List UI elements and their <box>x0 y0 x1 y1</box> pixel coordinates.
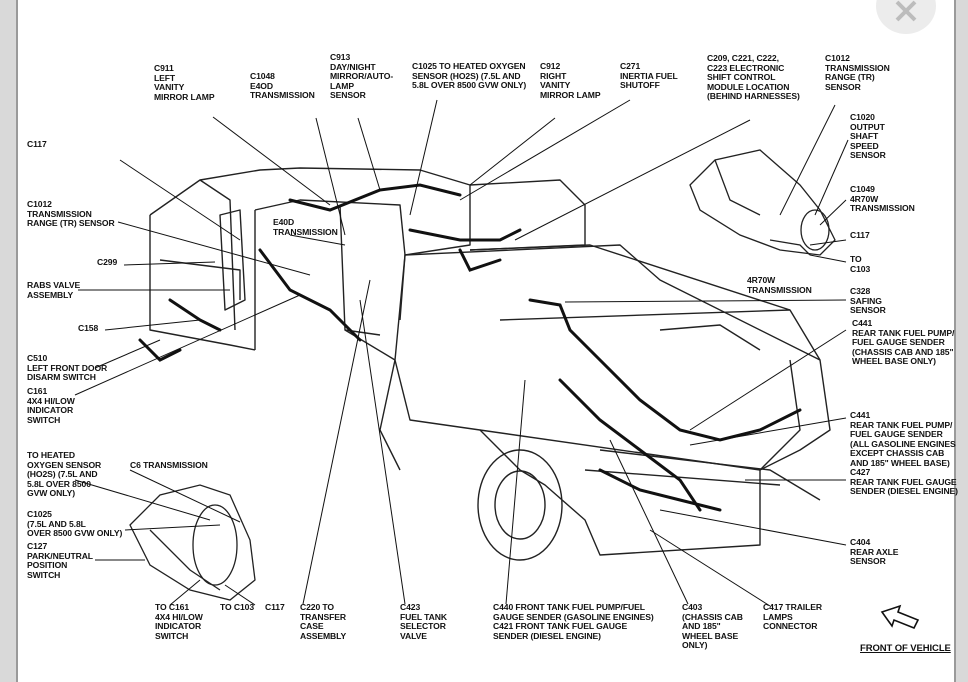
label-c441-a: C441 REAR TANK FUEL PUMP/ FUEL GAUGE SEN… <box>852 318 955 367</box>
label-c1025-left: C1025 (7.5L AND 5.8L OVER 8500 GVW ONLY) <box>27 509 123 539</box>
label-c417: C417 TRAILER LAMPS CONNECTOR <box>763 602 822 632</box>
label-c913: C913 DAY/NIGHT MIRROR/AUTO- LAMP SENSOR <box>330 52 394 101</box>
label-c912: C912 RIGHT VANITY MIRROR LAMP <box>540 61 601 100</box>
label-c328: C328 SAFING SENSOR <box>850 286 886 316</box>
label-to-c161: TO C161 4X4 HI/LOW INDICATOR SWITCH <box>155 602 203 641</box>
label-c440: C440 FRONT TANK FUEL PUMP/FUEL GAUGE SEN… <box>493 602 654 641</box>
label-c117-bottom: C117 <box>265 602 285 612</box>
label-c1049: C1049 4R70W TRANSMISSION <box>850 184 915 214</box>
label-c1012-left: C1012 TRANSMISSION RANGE (TR) SENSOR <box>27 199 115 229</box>
label-c161: C161 4X4 HI/LOW INDICATOR SWITCH <box>27 386 75 425</box>
label-c127: C127 PARK/NEUTRAL POSITION SWITCH <box>27 541 93 580</box>
label-c427: C427 REAR TANK FUEL GAUGE SENDER (DIESEL… <box>850 467 958 497</box>
label-c404: C404 REAR AXLE SENSOR <box>850 537 899 567</box>
label-c6-transmission: C6 TRANSMISSION <box>130 460 208 470</box>
label-c209: C209, C221, C222, C223 ELECTRONIC SHIFT … <box>707 53 800 102</box>
transmission-c6 <box>129 484 256 601</box>
label-to-c103-bottom: TO C103 <box>220 602 255 612</box>
label-c1012-tr: C1012 TRANSMISSION RANGE (TR) SENSOR <box>825 53 890 92</box>
label-c117-left: C117 <box>27 139 47 149</box>
label-c510: C510 LEFT FRONT DOOR DISARM SWITCH <box>27 353 108 383</box>
label-c441-b: C441 REAR TANK FUEL PUMP/ FUEL GAUGE SEN… <box>850 410 956 468</box>
label-c1048: C1048 E4OD TRANSMISSION <box>250 71 315 101</box>
label-front-of-vehicle: FRONT OF VEHICLE <box>860 643 951 654</box>
wiring-harness <box>138 183 802 512</box>
label-c299: C299 <box>97 257 118 267</box>
label-c220: C220 TO TRANSFER CASE ASSEMBLY <box>300 602 347 641</box>
label-e40d: E40D TRANSMISSION <box>273 217 338 237</box>
window-frame-left <box>0 0 18 682</box>
label-c403: C403 (CHASSIS CAB AND 185" WHEEL BASE ON… <box>682 602 743 651</box>
label-c423: C423 FUEL TANK SELECTOR VALVE <box>400 602 447 641</box>
leader-lines <box>74 99 849 607</box>
label-4r70w: 4R70W TRANSMISSION <box>747 275 812 295</box>
label-c271: C271 INERTIA FUEL SHUTOFF <box>620 61 678 91</box>
close-x-icon <box>895 0 917 22</box>
label-rabs-valve: RABS VALVE ASSEMBLY <box>27 280 81 300</box>
window-frame-right <box>954 0 968 682</box>
transmission-4r70w <box>689 149 836 256</box>
label-to-heated-oxygen: TO HEATED OXYGEN SENSOR (HO2S) (7.5L AND… <box>27 450 102 499</box>
label-c1020: C1020 OUTPUT SHAFT SPEED SENSOR <box>850 112 886 161</box>
label-to-c103-right: TO C103 <box>850 254 871 274</box>
label-c158: C158 <box>78 323 99 333</box>
label-c1025-top: C1025 TO HEATED OXYGEN SENSOR (HO2S) (7.… <box>412 61 527 91</box>
front-arrow-icon <box>880 604 920 630</box>
label-c911: C911 LEFT VANITY MIRROR LAMP <box>154 63 215 102</box>
label-c117-right: C117 <box>850 230 870 240</box>
